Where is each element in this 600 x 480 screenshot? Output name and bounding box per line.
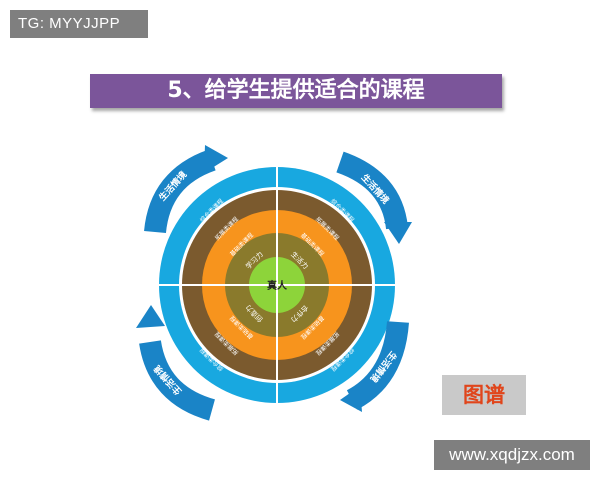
arrow-top-left: 生活情境 [144, 145, 228, 234]
site-watermark: www.xqdjzx.com [434, 440, 590, 470]
tupu-label-box: 图谱 [442, 375, 526, 415]
watermark-badge: TG: MYYJJPP [10, 10, 148, 38]
slide-title: 5、给学生提供适合的课程 [90, 74, 502, 108]
center-label: 真人 [267, 279, 288, 292]
